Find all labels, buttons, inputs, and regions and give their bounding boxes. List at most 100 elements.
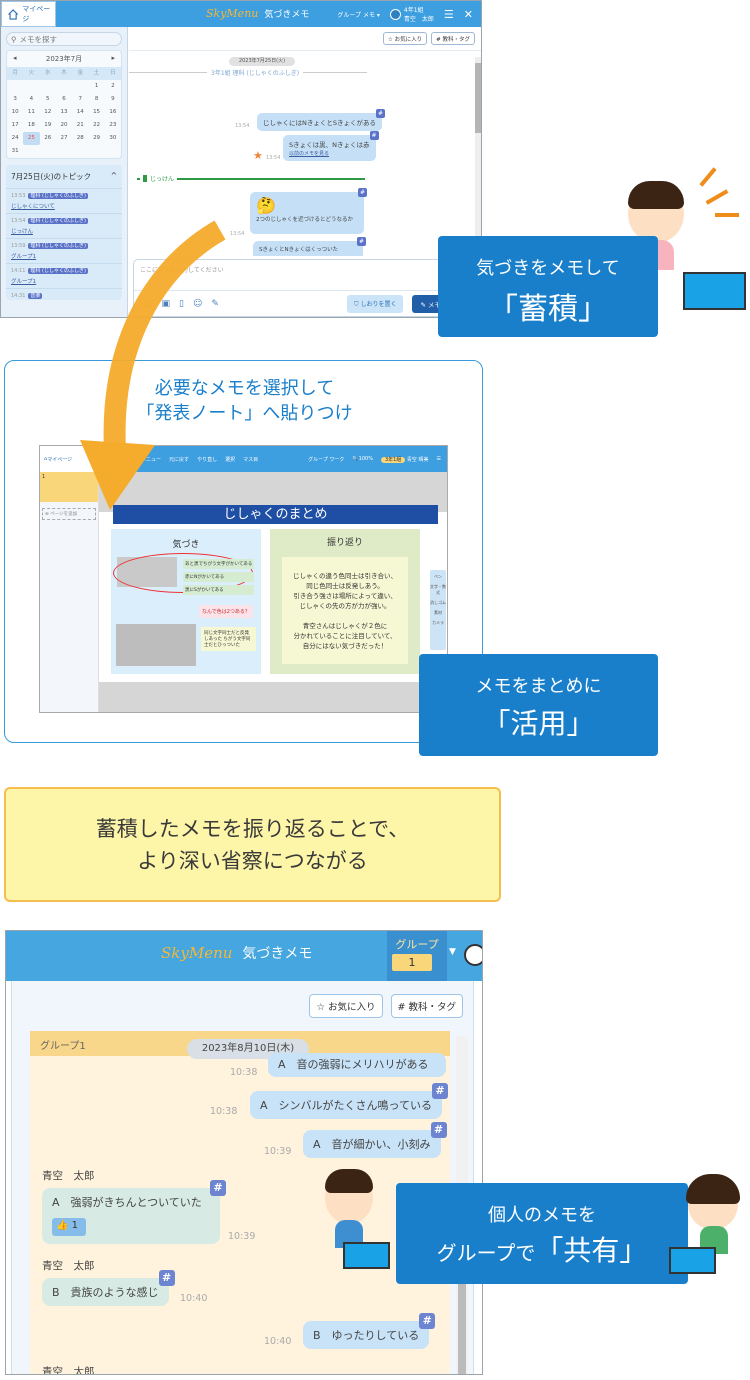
favorites-button[interactable]: ☆ お気に入り — [309, 994, 383, 1018]
calendar-day[interactable]: 19 — [44, 122, 52, 128]
calendar-day[interactable]: 31 — [11, 148, 19, 154]
tag-icon[interactable]: # — [357, 237, 366, 246]
memo-bubble[interactable]: じしゃくにはNきょくとSきょくがある # — [257, 109, 385, 131]
page-thumbnail[interactable]: 1 — [40, 472, 98, 502]
tool-button[interactable]: 消しゴム — [430, 600, 446, 605]
drawing-icon[interactable]: ✎ — [211, 298, 219, 309]
bookmark-button[interactable]: ⛉ しおりを置く — [347, 294, 404, 313]
calendar-day[interactable]: 28 — [76, 135, 84, 141]
calendar-day[interactable]: 11 — [27, 109, 35, 115]
calendar-day[interactable]: 15 — [93, 109, 101, 115]
toolbar-button[interactable]: 選択 — [225, 456, 236, 463]
topic-title[interactable]: じっけん — [11, 229, 34, 235]
menu-icon[interactable]: ☰ — [436, 456, 441, 462]
memo-bubble[interactable]: A シンバルがたくさん鳴っている# — [250, 1083, 448, 1119]
calendar-day[interactable]: 6 — [62, 96, 66, 102]
chat-scrollbar[interactable] — [475, 57, 481, 257]
awareness-panel[interactable]: 気づき あと黒でちがう文字がかいてある赤にNがかいてある黒にSがかいてある なん… — [111, 529, 261, 674]
memo-bubble[interactable]: A 音が細かい、小刻み# — [303, 1122, 447, 1158]
calendar-day[interactable]: 12 — [44, 109, 52, 115]
calendar-day[interactable]: 17 — [11, 122, 19, 128]
memo-bubble[interactable]: B 貴族のような感じ# — [42, 1270, 175, 1306]
tag-icon[interactable]: # — [430, 1122, 447, 1138]
calendar-day[interactable]: 27 — [60, 135, 68, 141]
subject-tag-button[interactable]: # 教科・タグ — [390, 994, 463, 1018]
calendar-day[interactable]: 7 — [78, 96, 83, 102]
subject-tag-button[interactable]: # 教科・タグ — [431, 32, 475, 45]
add-page-button[interactable]: ⊕ ページを追加 — [42, 508, 96, 520]
tool-button[interactable]: ペン — [434, 574, 442, 579]
calendar-day[interactable]: 23 — [109, 122, 117, 128]
like-button[interactable]: 👍 1 — [52, 1218, 86, 1236]
star-icon[interactable]: ★ — [253, 149, 263, 162]
tag-icon[interactable]: # — [369, 131, 379, 140]
tag-icon[interactable]: # — [210, 1180, 226, 1196]
tool-button[interactable]: カメラ — [432, 620, 444, 625]
calendar-day[interactable]: 8 — [94, 96, 99, 102]
favorites-button[interactable]: ☆ お気に入り — [382, 32, 428, 45]
chevron-down-icon[interactable]: ▼ — [449, 947, 456, 957]
reflection-panel[interactable]: 振り返り じしゃくの違う色同士は引き合い、同じ色同士は反発しあう。引き合う強さは… — [270, 529, 420, 674]
calendar-day[interactable]: 26 — [44, 135, 52, 141]
next-month-icon[interactable]: ▸ — [111, 54, 115, 62]
calendar-day[interactable]: 22 — [93, 122, 101, 128]
calendar-day[interactable]: 25 — [23, 132, 40, 145]
calendar-day[interactable]: 20 — [60, 122, 68, 128]
zoom-control[interactable]: 🔍100% — [352, 456, 373, 462]
user-info[interactable]: 3年1組 青空 晴美 — [380, 456, 429, 463]
memo-bubble[interactable]: A 強弱がきちんとついていた# 👍 1 — [42, 1180, 226, 1244]
toolbar-button[interactable]: メニュー — [141, 456, 162, 463]
toolbar-button[interactable]: 元に戻す — [169, 456, 190, 463]
menu-icon[interactable]: ☰ — [443, 7, 454, 21]
calendar-day[interactable]: 13 — [60, 109, 68, 115]
toolbar-button[interactable]: マス目 — [243, 456, 259, 463]
calendar-day[interactable]: 18 — [27, 122, 35, 128]
calendar-day[interactable]: 1 — [94, 83, 99, 89]
calendar-day[interactable]: 24 — [11, 135, 19, 141]
memo-bubble[interactable]: 🤔 2つのじしゃくを近づけるとどうなるか # — [250, 188, 367, 234]
memo-bubble[interactable]: SきょくとNきょくはくっついた # — [253, 237, 366, 256]
group-memo-dropdown[interactable]: グループ メモ ▾ — [337, 11, 380, 19]
calendar-day[interactable]: 14 — [76, 109, 84, 115]
prev-month-icon[interactable]: ◂ — [13, 54, 17, 62]
tag-icon[interactable]: # — [358, 188, 367, 197]
tool-button[interactable]: 文字・数式 — [430, 584, 446, 595]
clipboard-icon[interactable]: ▣ — [161, 298, 171, 309]
memo-bubble[interactable]: Sきょくは黒、Nきょくは赤 以前のメモを見る # — [283, 131, 379, 161]
topic-title[interactable]: グループ1 — [11, 254, 37, 260]
calendar-day[interactable]: 5 — [45, 96, 50, 102]
note-banner-title[interactable]: じしゃくのまとめ — [113, 505, 438, 524]
calendar-day[interactable]: 9 — [111, 96, 115, 102]
calendar-day[interactable]: 30 — [109, 135, 117, 141]
file-icon[interactable]: ▯ — [179, 298, 184, 309]
toolbar-button[interactable]: やり直し — [197, 456, 218, 463]
tag-icon[interactable]: # — [158, 1270, 175, 1286]
close-icon[interactable]: ✕ — [463, 7, 473, 21]
topic-title[interactable]: じしゃくについて — [11, 204, 55, 210]
calendar-day[interactable]: 21 — [76, 122, 84, 128]
tool-button[interactable]: 素材 — [434, 610, 442, 615]
calendar-day[interactable]: 4 — [29, 96, 34, 102]
user-info[interactable]: 4年1組青空 太郎 — [389, 5, 434, 23]
collapse-icon[interactable]: ^ — [110, 171, 117, 180]
memo-bubble[interactable]: A 音の強弱にメリハリがある — [268, 1053, 446, 1077]
mypage-button[interactable]: マイページ — [1, 1, 56, 27]
memo-bubble[interactable]: B ゆったりしている# — [303, 1313, 436, 1349]
topic-title[interactable]: グループ1 — [11, 279, 37, 285]
search-input[interactable]: ⚲ メモを探す — [6, 32, 122, 46]
group-selector[interactable]: グループ 1 — [387, 931, 447, 981]
group-work-button[interactable]: グループ ワーク — [308, 456, 345, 463]
calendar-day[interactable]: 2 — [111, 83, 115, 89]
tag-icon[interactable]: # — [431, 1083, 448, 1099]
tag-icon[interactable]: # — [376, 109, 385, 118]
calendar-day[interactable]: 29 — [93, 135, 101, 141]
calendar-day[interactable]: 3 — [13, 96, 17, 102]
calendar-day[interactable]: 16 — [109, 109, 117, 115]
user-avatar-icon[interactable] — [464, 944, 482, 966]
previous-memo-link[interactable]: 以前のメモを見る — [289, 151, 330, 157]
